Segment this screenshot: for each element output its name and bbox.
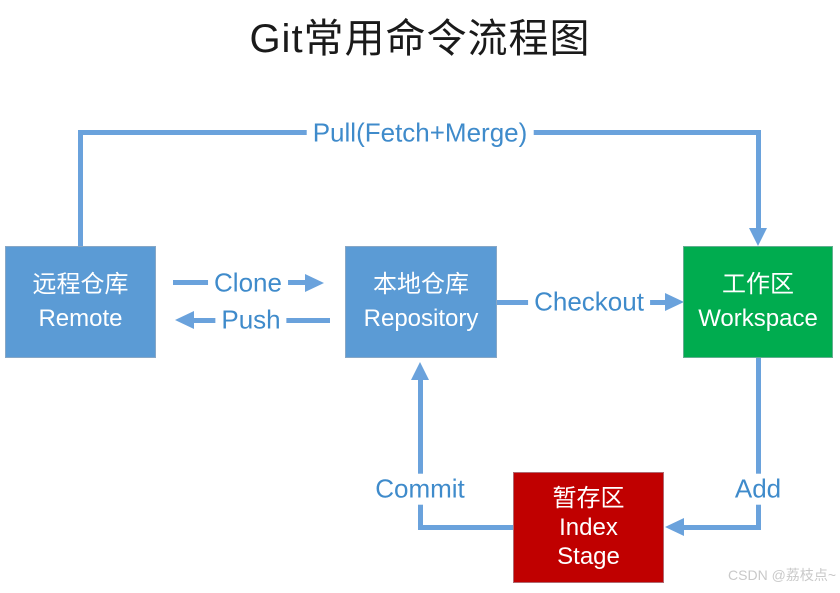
node-remote: 远程仓库 Remote (5, 246, 156, 358)
commit-line-horizontal (418, 525, 513, 530)
add-label: Add (728, 473, 788, 505)
add-arrowhead-left-icon (665, 518, 684, 536)
clone-arrowhead-right-icon (305, 274, 324, 292)
add-line-horizontal (683, 525, 761, 530)
csdn-watermark: CSDN @荔枝点~ (728, 567, 836, 583)
checkout-label: Checkout (528, 286, 650, 318)
node-repository-label-zh: 本地仓库 (373, 271, 469, 298)
pull-arrowhead-down-icon (749, 228, 767, 246)
node-stage-label-en1: Index (559, 514, 618, 541)
node-stage-label-en2: Stage (557, 543, 620, 570)
node-repository-label-en: Repository (363, 305, 479, 332)
pull-line-left-vertical (78, 130, 83, 246)
commit-arrowhead-up-icon (411, 362, 429, 380)
push-label: Push (215, 304, 287, 336)
clone-label: Clone (208, 267, 288, 299)
node-stage: 暂存区 Index Stage (513, 472, 664, 583)
push-arrowhead-left-icon (175, 311, 194, 329)
pull-line-right-vertical (756, 130, 761, 228)
node-stage-label-zh: 暂存区 (552, 485, 625, 512)
node-remote-label-zh: 远程仓库 (32, 271, 129, 298)
node-repository: 本地仓库 Repository (345, 246, 497, 358)
node-workspace: 工作区 Workspace (683, 246, 833, 358)
node-workspace-label-en: Workspace (698, 305, 818, 332)
diagram-title: Git常用命令流程图 (249, 17, 591, 61)
add-line-vertical (756, 358, 761, 530)
commit-line-vertical (418, 379, 423, 530)
pull-label: Pull(Fetch+Merge) (306, 117, 534, 149)
checkout-arrowhead-right-icon (665, 293, 684, 311)
node-workspace-label-zh: 工作区 (722, 271, 794, 298)
node-remote-label-en: Remote (38, 305, 123, 332)
commit-label: Commit (369, 473, 471, 505)
